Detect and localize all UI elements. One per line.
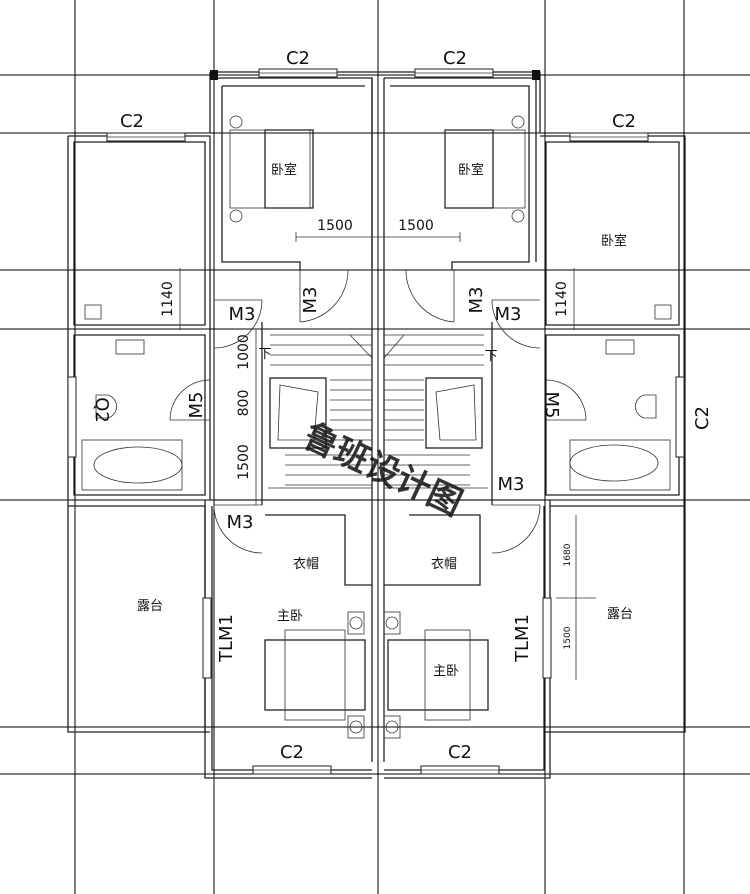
walls [67, 70, 686, 779]
label-wardrobe-left: 衣帽 [293, 556, 319, 572]
label-door-m3-right-bed: M3 [466, 287, 487, 314]
watermark-text: 鲁班设计图 [297, 416, 468, 524]
dim-1140-left: 1140 [160, 281, 176, 317]
label-wardrobe-right: 衣帽 [431, 556, 457, 572]
label-door-m5-left: M5 [186, 392, 207, 419]
label-window-right-bedroom: C2 [612, 111, 636, 132]
label-bedroom-right: 卧室 [601, 233, 627, 249]
label-window-right-bath: C2 [692, 406, 713, 430]
label-door-m3-left-bed: M3 [300, 287, 321, 314]
dim-1500-stair: 1500 [236, 444, 252, 480]
dim-1500-left: 1500 [317, 218, 353, 234]
stairs [268, 334, 488, 489]
dim-1680-terrace: 1680 [563, 543, 573, 566]
label-window-bottom-left: C2 [280, 742, 304, 763]
label-door-m3-left-lower: M3 [227, 512, 254, 533]
label-door-tlm1-left: TLM1 [216, 614, 237, 663]
label-door-m3-right-upper: M3 [495, 304, 522, 325]
label-master-bedroom-right: 主卧 [433, 664, 459, 679]
label-window-bottom-right: C2 [448, 742, 472, 763]
label-window-left-bath: Q2 [91, 397, 112, 423]
label-down-right: 下 [484, 349, 497, 364]
dim-1000-stair: 1000 [236, 334, 252, 370]
label-window-top-right: C2 [443, 48, 467, 69]
label-terrace-left: 露台 [137, 599, 163, 614]
label-door-m5-right: M5 [541, 392, 562, 419]
labels: C2 C2 C2 C2 C2 C2 C2 Q2 M3 M3 M3 M3 M3 M… [91, 48, 713, 763]
door-tlm1-left-frame [202, 597, 212, 679]
label-terrace-right: 露台 [607, 607, 633, 622]
label-down-left: 下 [258, 347, 271, 362]
dim-1500-terrace: 1500 [563, 626, 573, 649]
dim-800-stair: 800 [236, 390, 252, 417]
furniture [81, 115, 672, 739]
dim-1140-right: 1140 [554, 281, 570, 317]
dimension-lines [179, 232, 596, 680]
label-bedroom-middle: 卧室 [458, 162, 484, 178]
label-door-m3-right-lower: M3 [498, 474, 525, 495]
door-tlm1-right-frame [542, 597, 552, 679]
doors [169, 269, 587, 554]
window-left-bath [67, 376, 77, 458]
label-door-m3-left-upper: M3 [229, 304, 256, 325]
label-window-left-bedroom: C2 [120, 111, 144, 132]
label-master-bedroom-left: 主卧 [277, 609, 303, 624]
window-right-bath [675, 376, 685, 458]
label-window-top-left: C2 [286, 48, 310, 69]
label-bedroom-left: 卧室 [271, 162, 297, 178]
label-door-tlm1-right: TLM1 [512, 614, 533, 663]
watermark-logo: 鲁班设计图 [297, 416, 468, 524]
dim-1500-right: 1500 [398, 218, 434, 234]
windows [67, 68, 685, 775]
